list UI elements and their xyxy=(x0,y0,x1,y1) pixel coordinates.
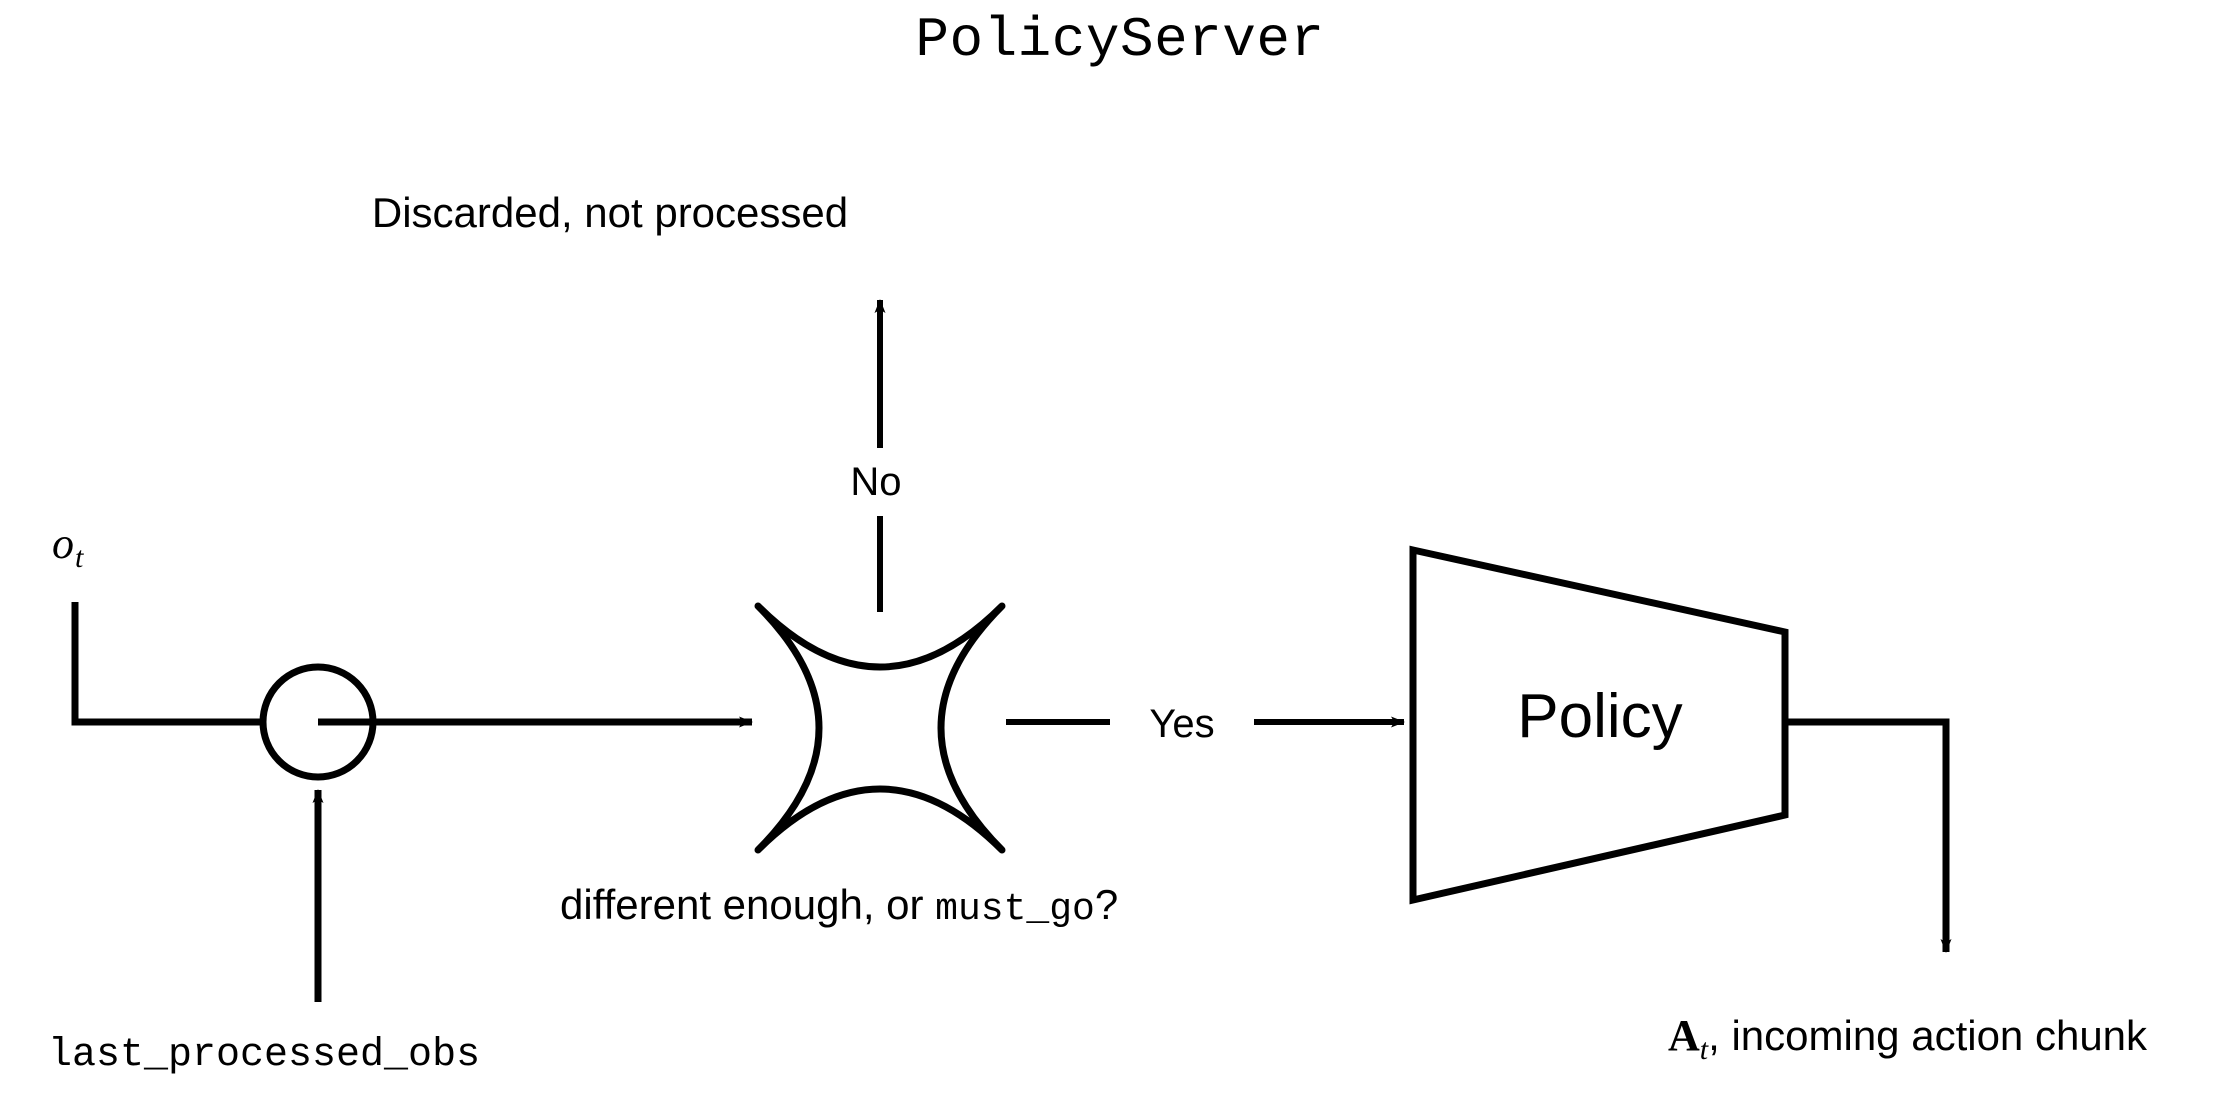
policy-node xyxy=(1409,545,1789,905)
decision-text-before: different enough, or xyxy=(560,881,936,928)
observation-symbol-base: o xyxy=(52,519,74,568)
decision-node xyxy=(754,602,1006,854)
action-chunk-symbol: A xyxy=(1668,1011,1700,1060)
discarded-label: Discarded, not processed xyxy=(371,189,849,236)
edge-label-no: No xyxy=(812,456,940,508)
edge-label-yes: Yes xyxy=(1110,700,1254,748)
edge-obs-input xyxy=(71,602,301,728)
decision-code-token: must_go xyxy=(935,888,1095,931)
policy-node-label: Policy xyxy=(1517,682,1683,751)
action-chunk-text: , incoming action chunk xyxy=(1708,1012,2148,1059)
action-chunk-subscript: t xyxy=(1699,1033,1709,1066)
edge-policy-output xyxy=(1785,718,1952,953)
decision-node-label: different enough, or must_go? xyxy=(560,884,1118,929)
observation-symbol-subscript: t xyxy=(75,541,84,574)
action-chunk-label: At, incoming action chunk xyxy=(1668,1014,2147,1065)
decision-text-after: ? xyxy=(1094,881,1119,928)
last-processed-obs-label: last_processed_obs xyxy=(48,1033,481,1078)
observation-symbol-label: ot xyxy=(52,522,83,573)
page-title: PolicyServer xyxy=(915,8,1325,72)
